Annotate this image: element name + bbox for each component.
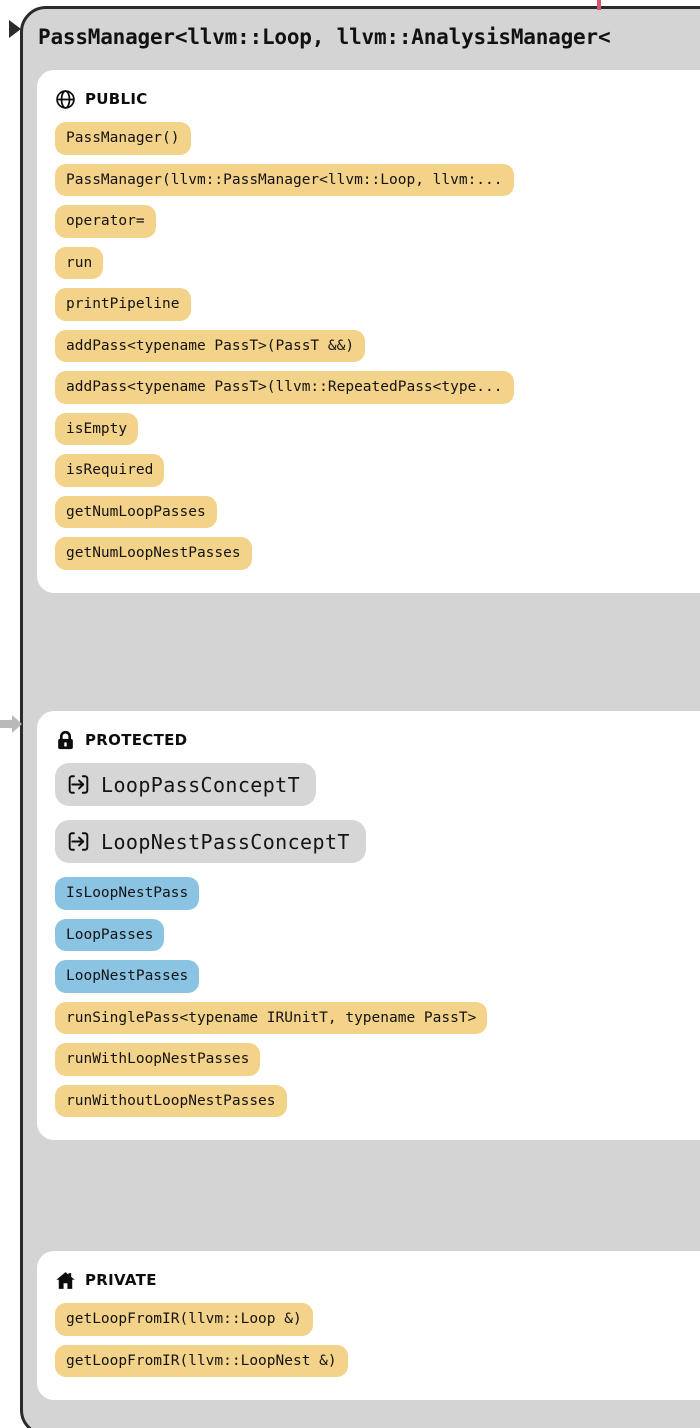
member-list-public: PassManager() PassManager(llvm::PassMana… xyxy=(37,122,700,579)
nested-class-pill[interactable]: LoopPassConceptT xyxy=(55,763,317,806)
member-pill[interactable]: getNumLoopNestPasses xyxy=(55,537,252,570)
section-card-private[interactable]: PRIVATE getLoopFromIR(llvm::Loop &) getL… xyxy=(37,1251,700,1400)
nested-class-pill[interactable]: LoopNestPassConceptT xyxy=(55,820,366,863)
member-pill[interactable]: LoopNestPasses xyxy=(55,960,200,993)
member-pill[interactable]: runWithoutLoopNestPasses xyxy=(55,1084,287,1117)
member-pill[interactable]: PassManager(llvm::PassManager<llvm::Loop… xyxy=(55,163,514,196)
member-pill[interactable]: runWithLoopNestPasses xyxy=(55,1043,261,1076)
member-list-protected: LoopPassConceptT LoopNestPassConceptT Is… xyxy=(37,763,700,1126)
section-label-public: PUBLIC xyxy=(85,90,148,108)
member-pill[interactable]: operator= xyxy=(55,205,156,238)
incoming-edge-connector xyxy=(597,0,601,10)
member-pill[interactable]: getNumLoopPasses xyxy=(55,495,217,528)
member-pill[interactable]: isRequired xyxy=(55,454,165,487)
member-pill[interactable]: addPass<typename PassT>(PassT &&) xyxy=(55,329,366,362)
section-header-private: PRIVATE xyxy=(37,1267,700,1293)
section-label-protected: PROTECTED xyxy=(85,731,188,749)
member-pill[interactable]: printPipeline xyxy=(55,288,191,321)
lock-icon xyxy=(55,730,76,751)
member-pill[interactable]: getLoopFromIR(llvm::Loop &) xyxy=(55,1303,313,1336)
member-pill[interactable]: PassManager() xyxy=(55,122,191,155)
inheritance-arrow-icon xyxy=(0,712,22,736)
member-pill[interactable]: runSinglePass<typename IRUnitT, typename… xyxy=(55,1001,488,1034)
arrow-into-box-icon xyxy=(67,773,90,796)
home-icon xyxy=(55,1270,76,1291)
nested-class-label: LoopNestPassConceptT xyxy=(101,829,350,854)
member-list-private: getLoopFromIR(llvm::Loop &) getLoopFromI… xyxy=(37,1303,700,1386)
globe-icon xyxy=(55,89,76,110)
section-header-public: PUBLIC xyxy=(37,86,700,112)
section-card-public[interactable]: PUBLIC PassManager() PassManager(llvm::P… xyxy=(37,70,700,593)
section-label-private: PRIVATE xyxy=(85,1271,157,1289)
member-pill[interactable]: isEmpty xyxy=(55,412,139,445)
member-pill[interactable]: addPass<typename PassT>(llvm::RepeatedPa… xyxy=(55,371,514,404)
section-card-protected[interactable]: PROTECTED LoopPassConceptT xyxy=(37,711,700,1140)
arrow-into-box-icon xyxy=(67,830,90,853)
member-pill[interactable]: run xyxy=(55,246,104,279)
member-pill[interactable]: getLoopFromIR(llvm::LoopNest &) xyxy=(55,1344,348,1377)
section-header-protected: PROTECTED xyxy=(37,727,700,753)
nested-class-label: LoopPassConceptT xyxy=(101,772,301,797)
member-pill[interactable]: LoopPasses xyxy=(55,918,165,951)
incoming-arrow-icon xyxy=(9,20,21,38)
member-pill[interactable]: IsLoopNestPass xyxy=(55,877,200,910)
